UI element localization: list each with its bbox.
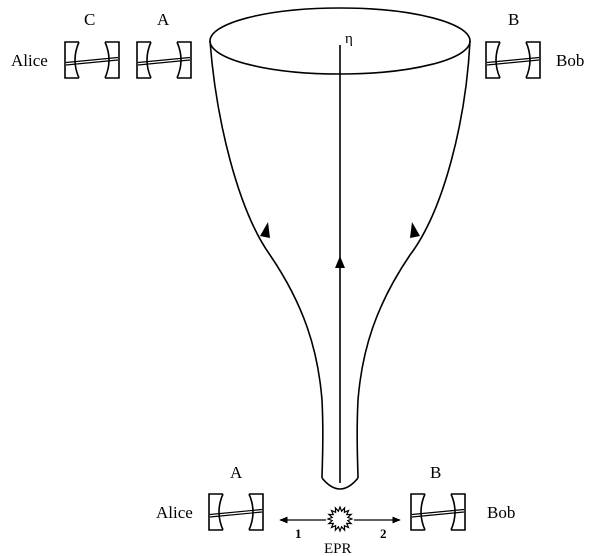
bottom-bob-label: Bob: [487, 503, 515, 522]
right-wall-arrow-icon: [410, 222, 420, 238]
bottom-group: Alice A B Bob 1 2 EPR: [156, 463, 515, 556]
funnel: η: [209, 7, 471, 490]
top-left-group: Alice C A: [11, 10, 192, 79]
detector-box-icon: [136, 41, 192, 79]
eta-label: η: [345, 31, 353, 47]
top-box-a-label: A: [157, 10, 170, 29]
top-bob-label: Bob: [556, 51, 584, 70]
top-box-b-label: B: [508, 10, 519, 29]
bottom-alice-label: Alice: [156, 503, 193, 522]
detector-box-icon: [485, 41, 541, 79]
funnel-bottom-cap: [321, 477, 359, 490]
epr-source-burst-icon: [326, 505, 354, 533]
particle-1-label: 1: [295, 526, 302, 541]
epr-label: EPR: [324, 541, 352, 556]
axis-arrow-icon: [335, 256, 345, 268]
bottom-box-a-label: A: [230, 463, 243, 482]
left-wall-arrow-icon: [260, 222, 270, 238]
bottom-box-b-label: B: [430, 463, 441, 482]
top-box-c-label: C: [84, 10, 95, 29]
funnel-left-wall: [209, 40, 324, 479]
top-alice-label: Alice: [11, 51, 48, 70]
detector-box-icon: [64, 41, 120, 79]
detector-box-icon: [410, 493, 466, 531]
detector-box-icon: [208, 493, 264, 531]
particle-2-label: 2: [380, 526, 387, 541]
funnel-right-wall: [356, 40, 471, 479]
top-right-group: B Bob: [485, 10, 584, 79]
